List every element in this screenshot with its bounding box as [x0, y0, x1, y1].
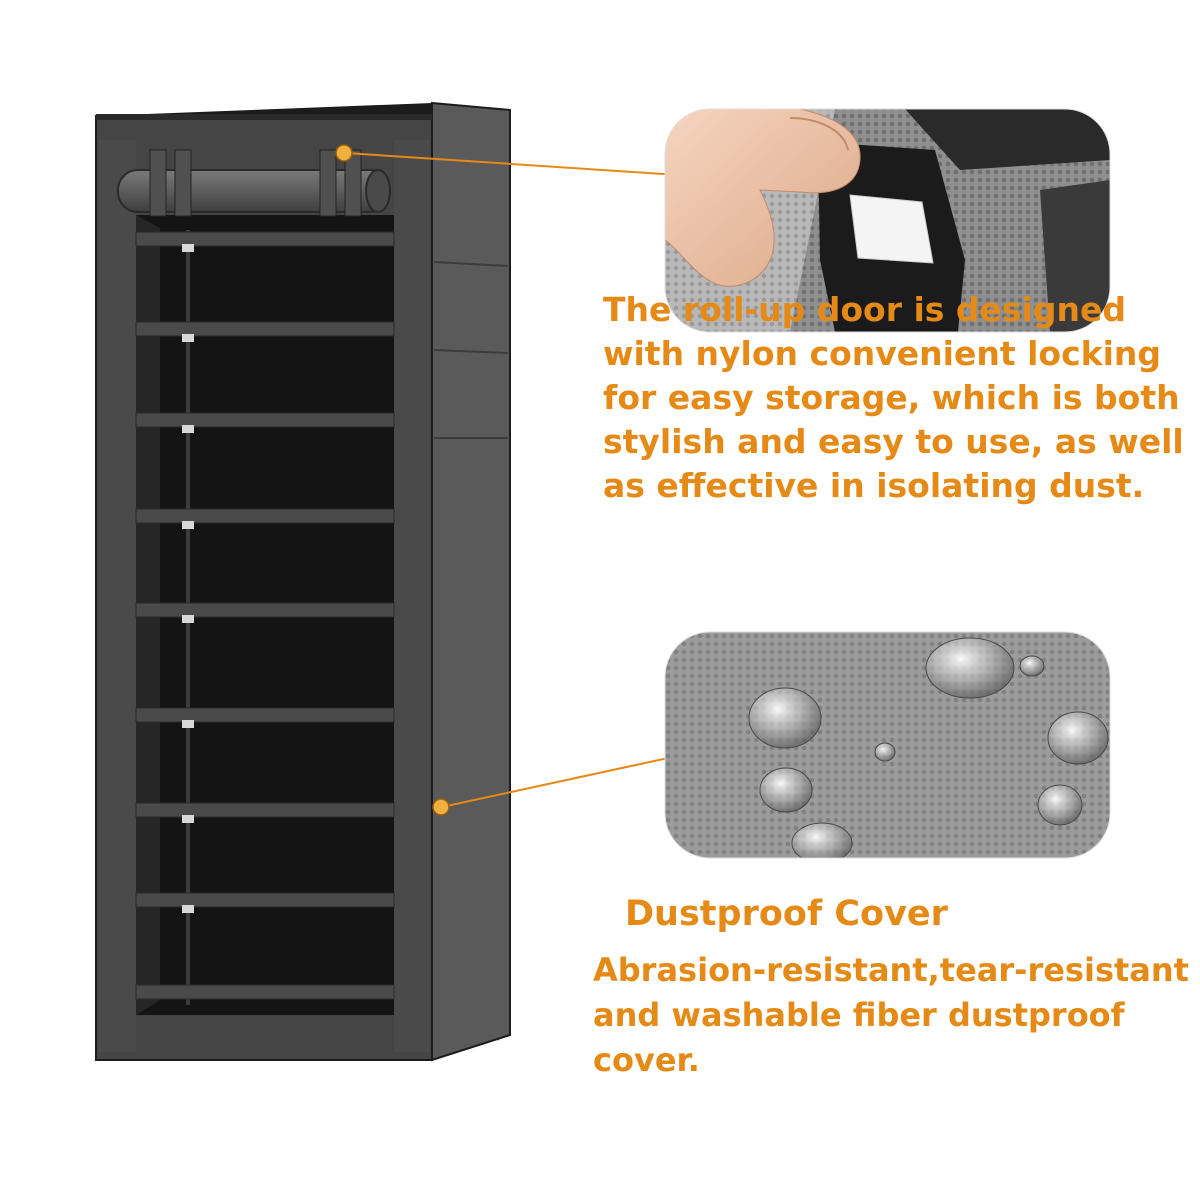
callout-dot-bottom [432, 798, 450, 816]
dustproof-cover-title: Dustproof Cover [625, 894, 948, 934]
description-line: and washable fiber dustproof [593, 996, 1125, 1034]
description-line: cover. [593, 1041, 700, 1079]
description-line: Abrasion-resistant,tear-resistant [593, 951, 1189, 989]
rolled-up-door [117, 149, 391, 217]
cabinet-side-panel [431, 101, 511, 1062]
water-droplets-on-fabric [665, 632, 1110, 858]
shoe-cabinet [95, 101, 511, 1062]
description-line: The roll-up door is designed [603, 290, 1126, 329]
description-line: with nylon convenient locking [603, 334, 1162, 373]
roll-up-door-description: The roll-up door is designed with nylon … [603, 288, 1193, 508]
velcro-strap-closeup [665, 109, 1110, 332]
description-line: as effective in isolating dust. [603, 466, 1145, 505]
dustproof-cover-description: Abrasion-resistant,tear-resistant and wa… [593, 948, 1193, 1083]
description-line: stylish and easy to use, as well [603, 422, 1184, 461]
callout-dot-top [335, 144, 353, 162]
cabinet-shelves [135, 231, 395, 1000]
description-line: for easy storage, which is both [603, 378, 1180, 417]
